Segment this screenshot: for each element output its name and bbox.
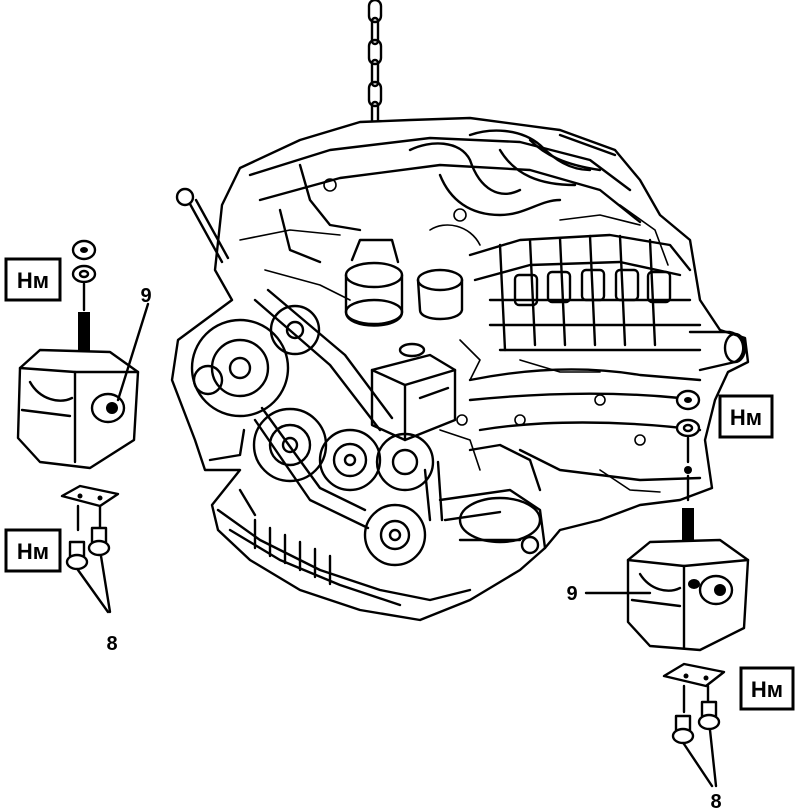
- callout-bolts-right: 8: [710, 791, 721, 812]
- nut-icon: [71, 239, 97, 261]
- torque-label-right-bottom: Нм: [739, 666, 795, 711]
- torque-unit-text: Нм: [751, 677, 783, 702]
- torque-label-left-bottom: Нм: [4, 528, 62, 573]
- bracket-plate-icon: [60, 484, 120, 508]
- nut-icon: [675, 389, 701, 411]
- engine-mount-icon: [16, 348, 140, 470]
- engine-mount-icon: [626, 538, 750, 652]
- torque-unit-text: Нм: [17, 268, 49, 293]
- engine-assembly-icon: [170, 116, 750, 622]
- torque-unit-text: Нм: [730, 405, 762, 430]
- bolt-icon: [671, 700, 721, 745]
- callout-bolts-left: 8: [106, 633, 117, 655]
- washer-icon: [675, 418, 701, 438]
- torque-label-right-top: Нм: [718, 394, 774, 439]
- callout-mount-left: 9: [140, 285, 151, 307]
- torque-unit-text: Нм: [17, 539, 49, 564]
- washer-icon: [71, 264, 97, 284]
- left-mount-assembly: [16, 239, 150, 614]
- bolt-icon: [65, 526, 111, 571]
- bracket-plate-icon: [662, 662, 726, 688]
- callout-mount-right: 9: [566, 583, 577, 605]
- right-mount-assembly: [584, 389, 750, 788]
- torque-label-left-top: Нм: [4, 257, 62, 302]
